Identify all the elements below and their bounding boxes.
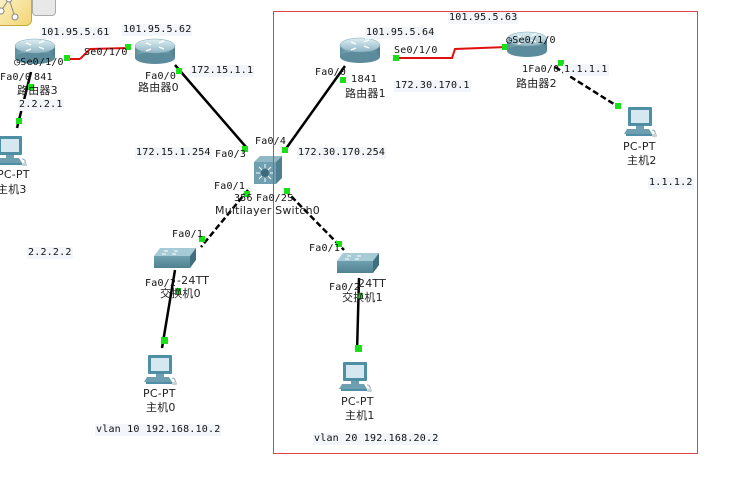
router0-icon[interactable]	[134, 38, 176, 65]
router1-name: 路由器1	[345, 87, 386, 100]
router3-fa-port: Fa0/0	[0, 72, 32, 83]
switch0-icon[interactable]	[153, 247, 197, 269]
router0-name: 路由器0	[138, 81, 179, 94]
port-light	[357, 293, 363, 299]
port-light	[16, 118, 22, 124]
router3-fa-ip: 2.2.2.1	[18, 99, 64, 111]
switch0-name: 交换机0	[160, 287, 201, 300]
serial-link-router1-router2[interactable]	[396, 46, 508, 59]
mlswitch-port-fa01: Fa0/1	[214, 181, 246, 192]
link-mlswitch-switch0[interactable]	[200, 189, 249, 248]
port-light	[615, 103, 621, 109]
port-light	[336, 241, 342, 247]
port-light	[284, 188, 290, 194]
switch0-port-fa01: Fa0/1	[172, 229, 204, 240]
port-light	[393, 55, 399, 61]
mlswitch-model: 356	[234, 193, 253, 204]
router2-name: 路由器2	[516, 77, 557, 90]
pc1-name: 主机1	[345, 409, 375, 422]
router0-fa-ip: 172.15.1.1	[190, 65, 255, 77]
pc3-name: 主机3	[0, 183, 27, 196]
mlswitch-port-fa04: Fa0/4	[255, 136, 287, 147]
mlswitch-right-ip: 172.30.170.254	[297, 147, 387, 159]
link-switch1-pc1[interactable]	[355, 277, 361, 353]
switch1-port-fa02: Fa0/2	[329, 282, 361, 293]
port-light	[282, 147, 288, 153]
pc1-model: PC-PT	[341, 395, 374, 408]
pc1-vlan-note: vlan 20 192.168.20.2	[313, 433, 440, 445]
link-router1-mlswitch[interactable]	[283, 65, 347, 151]
port-light	[161, 337, 168, 344]
port-light	[28, 84, 34, 90]
mlswitch-port-fa02: Fa0/2S	[256, 193, 294, 204]
router1-serial-port: Se0/1/0	[394, 45, 438, 56]
router0-serial-ip: 101.95.5.62	[122, 24, 193, 36]
port-light	[199, 236, 205, 242]
router2-serial-ip: 101.95.5.63	[448, 12, 519, 24]
port-light	[340, 77, 346, 83]
viewport-tab-icon[interactable]	[32, 0, 56, 16]
port-light	[502, 44, 508, 50]
port-light	[558, 60, 564, 66]
pc0-vlan-note: vlan 10 192.168.10.2	[95, 424, 222, 436]
router2-fa-port: 1Fa0/0	[522, 64, 560, 75]
port-lights	[16, 44, 621, 352]
switch1-port-fa01: Fa0/1	[309, 243, 341, 254]
router1-serial-ip: 101.95.5.64	[365, 27, 436, 39]
switch1-model: 24TT	[358, 277, 387, 290]
mlswitch-name: Multilayer Switch0	[215, 204, 320, 217]
link-mlswitch-switch1[interactable]	[284, 189, 345, 251]
router1-fa-ip: 172.30.170.1	[394, 80, 471, 92]
router2-serial-port: ◷Se0/1/0	[506, 35, 556, 46]
switch0-model: -24TT	[177, 274, 210, 287]
link-switch0-pc0[interactable]	[160, 269, 177, 349]
mlswitch-port-fa03: Fa0/3	[215, 149, 247, 160]
router0-serial-port: Se0/1/0	[84, 47, 128, 58]
port-light	[64, 55, 70, 61]
port-light	[175, 288, 181, 294]
router2-fa-ip: 1.1.1.1	[563, 64, 609, 76]
pc3-ip: 2.2.2.2	[27, 247, 73, 259]
mlswitch-left-ip: 172.15.1.254	[135, 147, 212, 159]
router1-fa-port: Fa0/0	[315, 67, 347, 78]
port-light	[242, 146, 248, 152]
router1-model: 1841	[351, 74, 378, 85]
link-router0-mlswitch[interactable]	[174, 64, 247, 148]
router3-model: 841	[34, 72, 53, 83]
pc2-model: PC-PT	[623, 140, 656, 153]
switch0-port-fa02: Fa0/2	[145, 278, 177, 289]
area-boundary-rectangle[interactable]	[273, 11, 698, 454]
pc2-ip: 1.1.1.2	[648, 177, 694, 189]
pc2-name: 主机2	[627, 154, 657, 167]
pc3-icon[interactable]	[0, 135, 28, 167]
port-light	[355, 345, 362, 352]
logical-topology-icon[interactable]	[0, 0, 32, 26]
pc0-model: PC-PT	[143, 387, 176, 400]
port-light	[176, 68, 182, 74]
router0-fa-port: Fa0/0	[145, 71, 177, 82]
port-light	[244, 191, 250, 197]
switch1-name: 交换机1	[342, 291, 383, 304]
pc0-icon[interactable]	[143, 354, 178, 386]
port-light	[125, 44, 131, 50]
pc0-name: 主机0	[146, 401, 176, 414]
router3-name: 路由器3	[17, 84, 58, 97]
router3-serial-port: ◷Se0/1/0	[14, 57, 64, 68]
router3-serial-ip: 101.95.5.61	[40, 27, 111, 39]
pc3-model: PC-PT	[0, 168, 30, 181]
